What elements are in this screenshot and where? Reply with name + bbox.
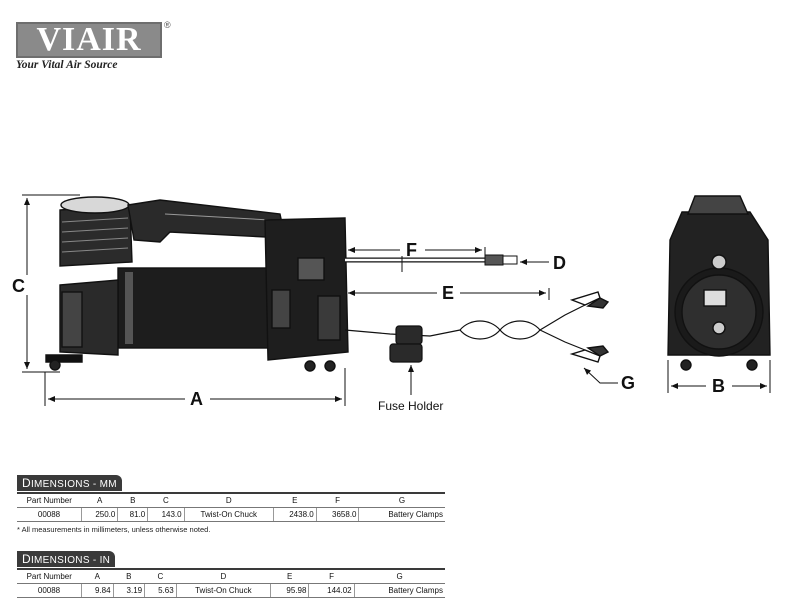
label-a: A bbox=[190, 389, 203, 409]
dimension-lines bbox=[22, 194, 771, 406]
battery-clamps bbox=[569, 291, 610, 363]
power-lead bbox=[344, 304, 586, 351]
label-e: E bbox=[442, 283, 454, 303]
label-d: D bbox=[553, 253, 566, 273]
table-footnote: * All measurements in millimeters, unles… bbox=[17, 525, 211, 534]
compressor-side-view bbox=[45, 196, 349, 372]
dimensions-table-mm: DIMENSIONS - MM Part Number A B C D E F … bbox=[17, 474, 445, 534]
label-c: C bbox=[12, 276, 25, 296]
table-title-in: DIMENSIONS - IN bbox=[17, 551, 116, 567]
table-row: 00088 9.84 3.19 5.63 Twist-On Chuck 95.9… bbox=[17, 583, 445, 598]
carry-handle bbox=[127, 199, 286, 243]
label-fuse-holder: Fuse Holder bbox=[378, 399, 443, 413]
table-row: 00088 250.0 81.0 143.0 Twist-On Chuck 24… bbox=[17, 507, 445, 522]
motor-housing bbox=[117, 267, 269, 349]
logo-tagline: Your Vital Air Source bbox=[16, 59, 118, 71]
label-f: F bbox=[406, 240, 417, 260]
dimensions-table-in: DIMENSIONS - IN Part Number A B C D E F … bbox=[17, 550, 445, 598]
cylinder-head bbox=[59, 204, 133, 267]
table-header-row: Part Number A B C D E F G bbox=[17, 570, 445, 584]
table-header-row: Part Number A B C D E F G bbox=[17, 494, 445, 508]
registered-mark: ® bbox=[164, 20, 171, 30]
air-hose bbox=[345, 254, 518, 266]
logo-wordmark: VIAIR bbox=[16, 22, 162, 58]
compressor-front-view bbox=[667, 195, 771, 371]
viair-logo: VIAIR ® Your Vital Air Source bbox=[14, 20, 171, 74]
table-title-mm: DIMENSIONS - MM bbox=[17, 475, 122, 491]
label-g: G bbox=[621, 373, 635, 393]
label-b: B bbox=[712, 376, 725, 396]
fuse-holder bbox=[389, 325, 423, 363]
